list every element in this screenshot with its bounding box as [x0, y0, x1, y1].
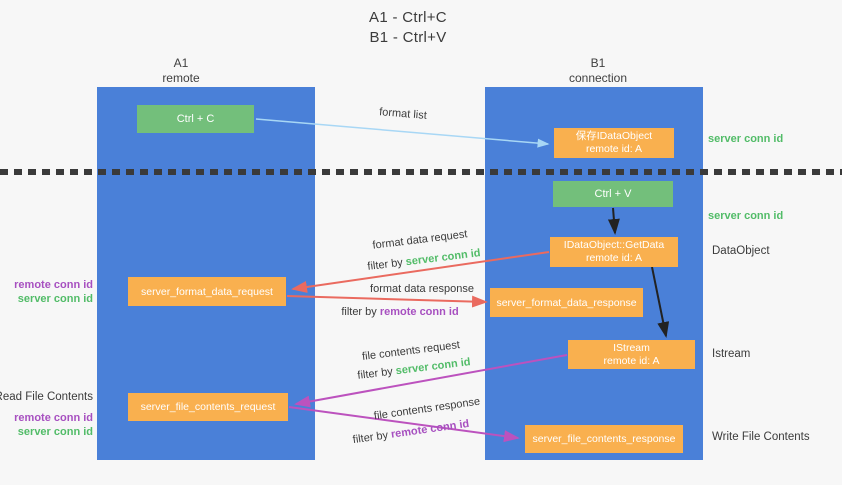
server-format-data-request-label: server_format_data_request	[141, 285, 273, 298]
filter-by-remote-conn-id-format-label: filter by remote conn id	[330, 306, 470, 318]
ctrl-c-box: Ctrl + C	[137, 105, 254, 133]
remote-conn-id-format-label: remote conn id	[14, 279, 93, 291]
server-format-data-response-box: server_format_data_response	[490, 288, 643, 317]
diagram-title: A1 - Ctrl+C B1 - Ctrl+V	[328, 8, 488, 48]
save-idataobject-line2: remote id: A	[585, 143, 642, 155]
server-file-contents-response-box: server_file_contents_response	[525, 425, 683, 453]
format-data-response-label: format data response	[352, 283, 492, 295]
server-file-contents-request-box: server_file_contents_request	[128, 393, 288, 421]
istream-margin-label: Istream	[712, 348, 751, 360]
lane-b1-subtitle: connection	[568, 71, 628, 85]
file-conn-id-labels: remote conn id server conn id	[14, 411, 93, 439]
server-conn-id-text: server conn id	[405, 247, 482, 269]
save-idataobject-line1: 保存IDataObject	[575, 130, 653, 142]
server-format-data-request-box: server_format_data_request	[128, 277, 286, 306]
dataobject-label: DataObject	[712, 245, 770, 257]
lane-a1-name: A1	[173, 56, 189, 70]
ctrl-c-label: Ctrl + C	[176, 113, 215, 125]
server-format-data-response-label: server_format_data_response	[496, 296, 637, 309]
lane-a1-subtitle: remote	[162, 71, 200, 85]
remote-conn-id-file-label: remote conn id	[14, 412, 93, 424]
server-file-contents-request-label: server_file_contents_request	[140, 401, 276, 413]
server-file-contents-response-label: server_file_contents_response	[532, 433, 676, 445]
istream-line2: remote id: A	[603, 354, 660, 367]
format-conn-id-labels: remote conn id server conn id	[14, 278, 93, 306]
getdata-line2: remote id: A	[585, 252, 642, 264]
filter-by-text: filter by	[341, 306, 380, 318]
ctrl-v-label: Ctrl + V	[594, 188, 632, 200]
lane-header-a1: A1 remote	[131, 56, 231, 86]
getdata-line1: IDataObject::GetData	[563, 239, 665, 251]
format-data-request-text: format data request	[371, 228, 469, 252]
server-conn-id-format-label: server conn id	[17, 293, 93, 305]
session-divider-dotted-line	[0, 169, 842, 175]
server-conn-id-top-label: server conn id	[708, 133, 784, 145]
ctrl-v-box: Ctrl + V	[553, 181, 673, 207]
lane-header-b1: B1 connection	[548, 56, 648, 86]
getdata-box: IDataObject::GetData remote id: A	[550, 237, 678, 267]
filter-by-text: filter by	[366, 256, 407, 273]
server-conn-id-mid-label: server conn id	[708, 210, 784, 222]
format-list-text: format list	[378, 106, 428, 122]
title-line-2: B1 - Ctrl+V	[369, 29, 447, 46]
filter-by-text: filter by	[356, 365, 397, 382]
save-idataobject-box: 保存IDataObject remote id: A	[554, 128, 674, 158]
read-file-contents-label: Read File Contents	[0, 391, 93, 403]
remote-conn-id-text: remote conn id	[379, 306, 459, 318]
format-list-label: format list	[343, 103, 464, 124]
server-conn-id-text: server conn id	[395, 356, 472, 378]
title-line-1: A1 - Ctrl+C	[369, 9, 447, 26]
istream-box: IStream remote id: A	[568, 340, 695, 369]
istream-line1: IStream	[613, 341, 650, 354]
arrow-format-data-response	[286, 295, 488, 308]
server-conn-id-file-label: server conn id	[17, 426, 93, 438]
remote-conn-id-text: remote conn id	[390, 417, 470, 441]
filter-by-text: filter by	[352, 428, 392, 447]
write-file-contents-label: Write File Contents	[712, 431, 810, 443]
lane-b1-name: B1	[590, 56, 606, 70]
format-data-response-text: format data response	[370, 283, 474, 295]
